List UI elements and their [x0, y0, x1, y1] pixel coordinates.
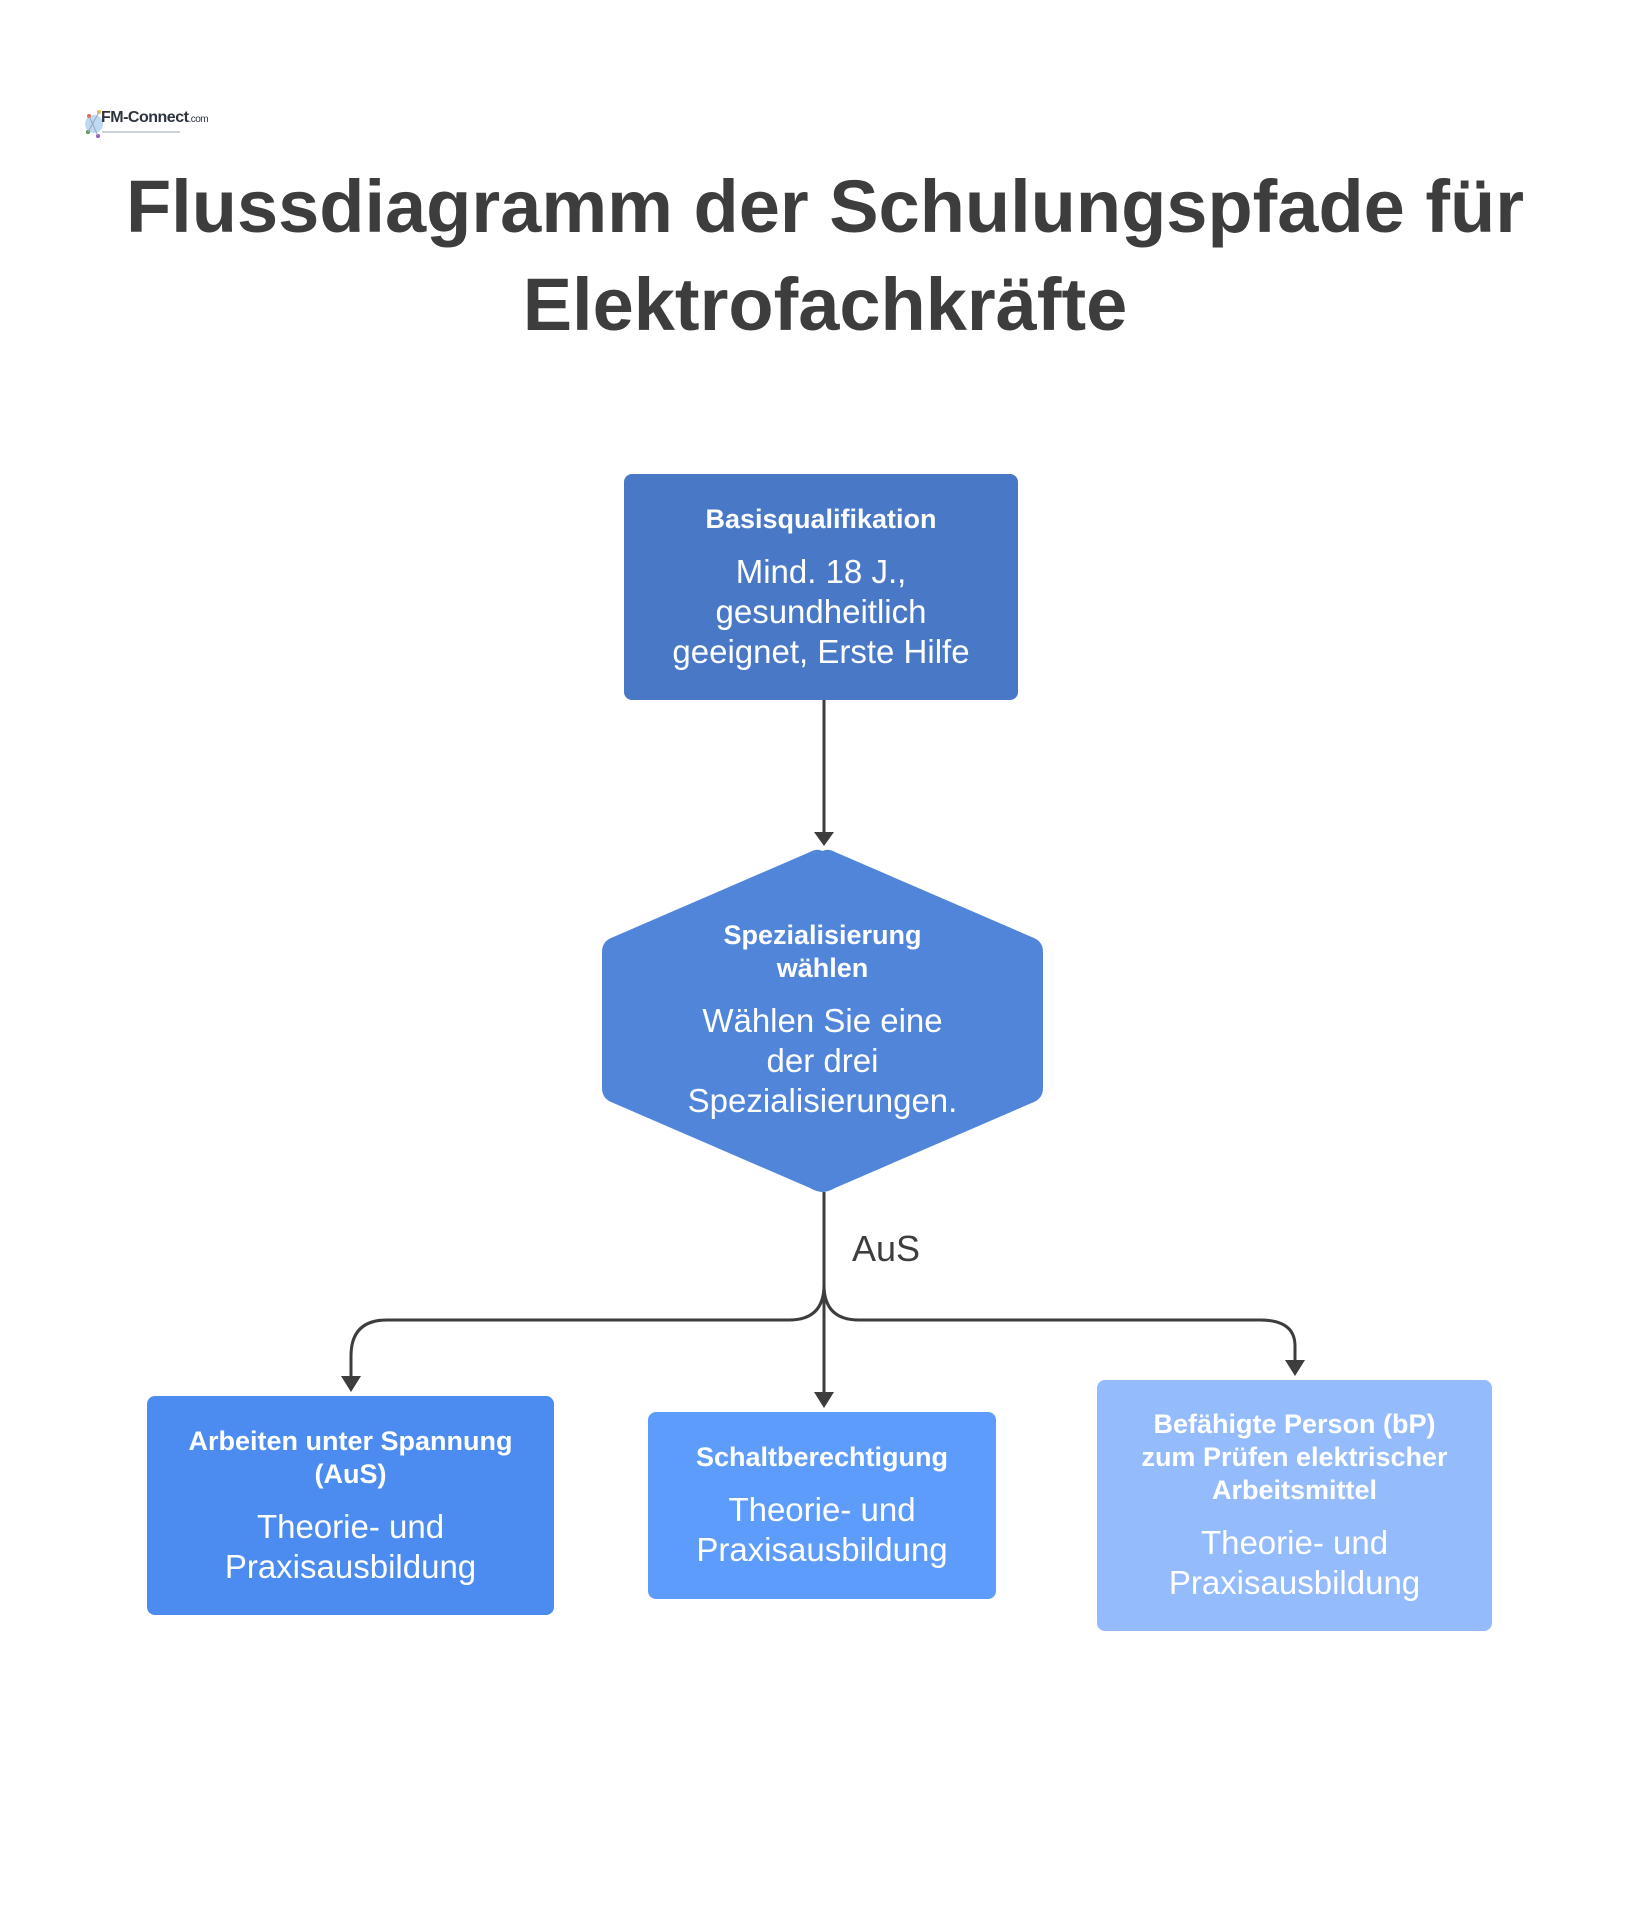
node-basisqualifikation: Basisqualifikation Mind. 18 J., gesundhe… [624, 474, 1018, 700]
node-schaltberechtigung: Schaltberechtigung Theorie- und Praxisau… [648, 1412, 996, 1599]
node-basisqualifikation-title: Basisqualifikation [705, 503, 937, 534]
node-schalt-title: Schaltberechtigung [695, 1442, 949, 1472]
node-spezialisierung-waehlen: Spezialisierung wählen Wählen Sie eine d… [602, 848, 1043, 1192]
arrowhead-aus [341, 1376, 361, 1392]
node-spezialisierung-description: Wählen Sie eine der drei Spezialisierung… [687, 1002, 958, 1119]
node-bp-title: Befähigte Person (bP) zum Prüfen elektri… [1141, 1409, 1448, 1505]
arrowhead-decision [814, 832, 834, 846]
node-bp-description: Theorie- und Praxisausbildung [1168, 1524, 1421, 1601]
node-arbeiten-unter-spannung: Arbeiten unter Spannung (AuS) Theorie- u… [147, 1396, 554, 1615]
connector-to-aus [349, 1284, 826, 1376]
logo-graphic [85, 110, 180, 138]
fm-connect-logo: FM-Connect.com [84, 102, 209, 148]
page-title: Flussdiagramm der Schulungspfade für Ele… [125, 165, 1524, 346]
arrowhead-schalt [814, 1392, 834, 1408]
connector-to-bp [822, 1284, 1297, 1360]
decision-hexagon-shape [602, 849, 1043, 1192]
node-befaehigte-person: Befähigte Person (bP) zum Prüfen elektri… [1097, 1380, 1492, 1631]
arrowhead-bp [1285, 1360, 1305, 1376]
node-basisqualifikation-description: Mind. 18 J., gesundheitlich geeignet, Er… [672, 552, 970, 670]
node-aus-title: Arbeiten unter Spannung (AuS) [188, 1425, 513, 1489]
node-spezialisierung-title: Spezialisierung wählen [723, 920, 922, 983]
edge-label-aus: AuS [852, 1228, 921, 1269]
node-aus-description: Theorie- und Praxisausbildung [224, 1507, 477, 1585]
logo-wordmark: FM-Connect.com [101, 109, 209, 126]
node-schalt-description: Theorie- und Praxisausbildung [696, 1491, 948, 1568]
